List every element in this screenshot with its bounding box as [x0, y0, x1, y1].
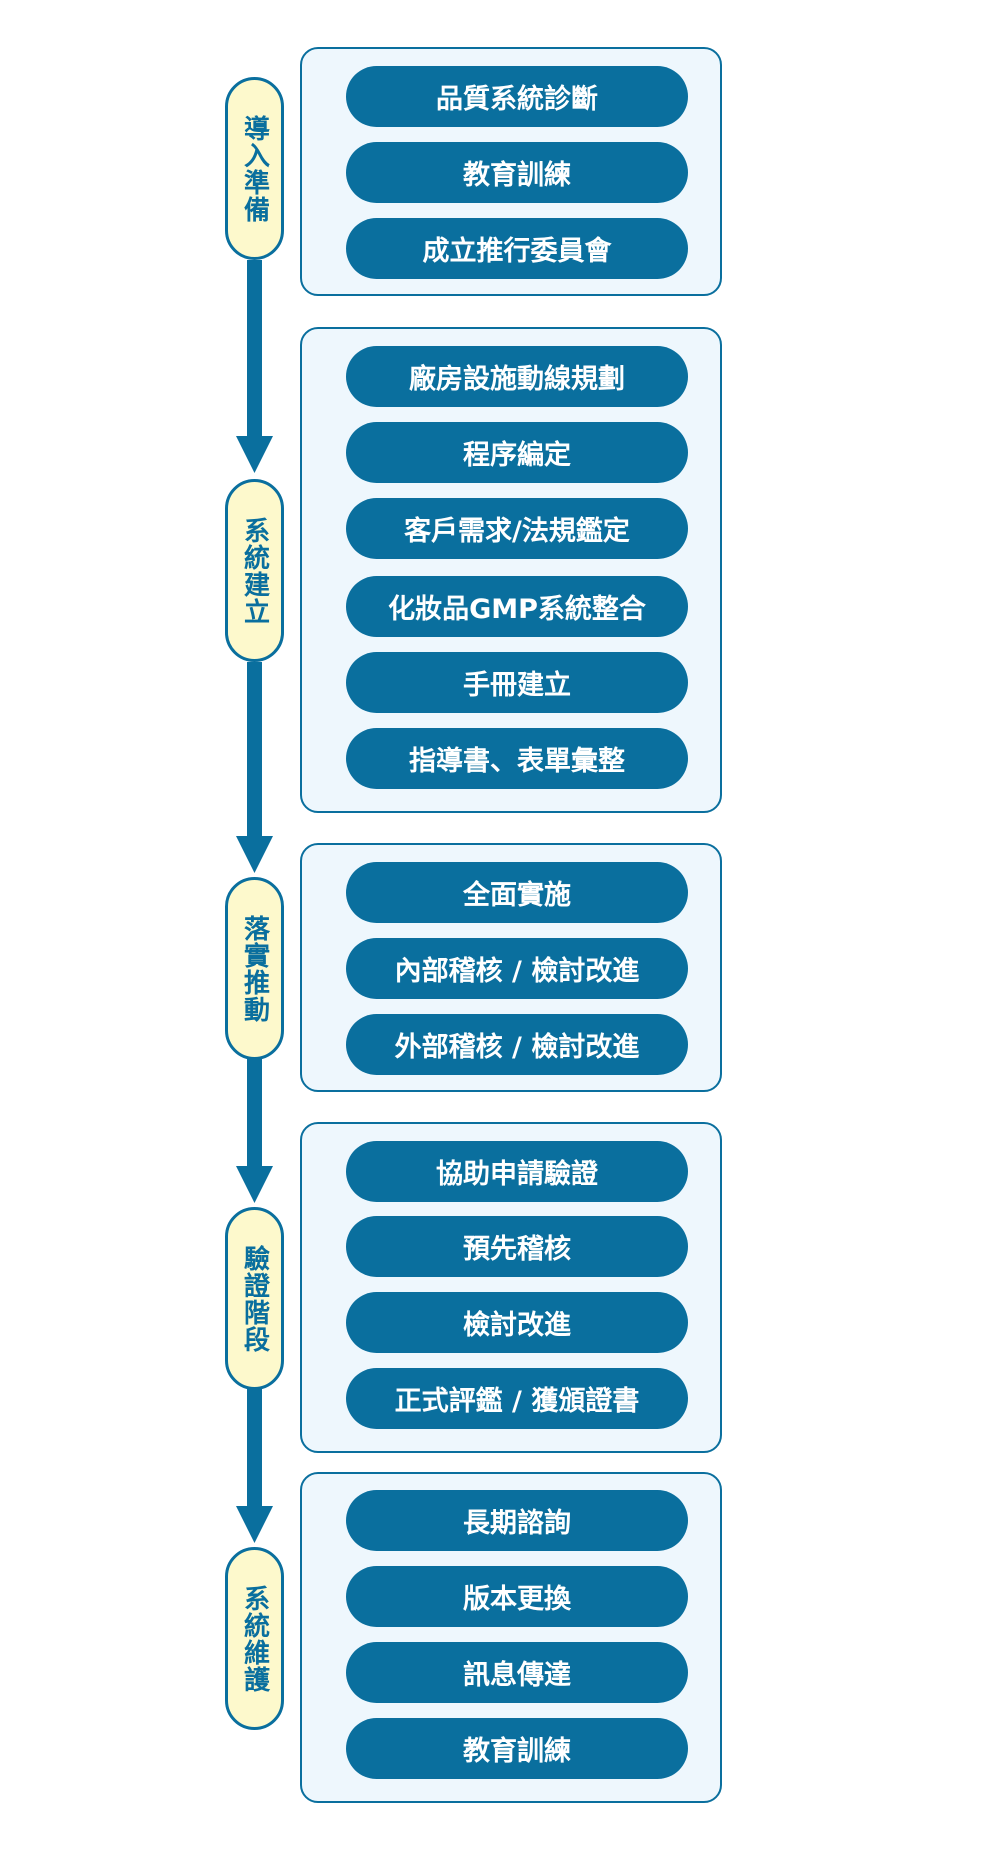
connector-arrow-3 — [236, 1058, 273, 1203]
step-pill-4-1: 協助申請驗證 — [346, 1141, 688, 1202]
step-pill-3-3: 外部稽核 / 檢討改進 — [346, 1014, 688, 1075]
connector-arrow-2 — [236, 662, 273, 873]
step-pill-2-1: 廠房設施動線規劃 — [346, 346, 688, 407]
stage-label-3: 落實推動 — [225, 877, 284, 1060]
step-pill-1-2: 教育訓練 — [346, 142, 688, 203]
step-pill-5-4: 教育訓練 — [346, 1718, 688, 1779]
connector-arrow-1 — [236, 260, 273, 473]
stage-label-1: 導入準備 — [225, 77, 284, 260]
stage-label-4: 驗證階段 — [225, 1207, 284, 1390]
stage-label-5: 系統維護 — [225, 1547, 284, 1730]
step-pill-1-1: 品質系統診斷 — [346, 66, 688, 127]
step-pill-2-2: 程序編定 — [346, 422, 688, 483]
connector-arrow-4 — [236, 1388, 273, 1543]
step-pill-2-4: 化妝品GMP系統整合 — [346, 576, 688, 637]
step-pill-5-2: 版本更換 — [346, 1566, 688, 1627]
step-pill-4-2: 預先稽核 — [346, 1216, 688, 1277]
step-pill-4-3: 檢討改進 — [346, 1292, 688, 1353]
step-pill-2-3: 客戶需求/法規鑑定 — [346, 498, 688, 559]
step-pill-2-5: 手冊建立 — [346, 652, 688, 713]
step-pill-3-1: 全面實施 — [346, 862, 688, 923]
step-pill-3-2: 內部稽核 / 檢討改進 — [346, 938, 688, 999]
step-pill-1-3: 成立推行委員會 — [346, 218, 688, 279]
stage-label-2: 系統建立 — [225, 479, 284, 662]
step-pill-5-3: 訊息傳達 — [346, 1642, 688, 1703]
step-pill-2-6: 指導書、表單彙整 — [346, 728, 688, 789]
step-pill-5-1: 長期諮詢 — [346, 1490, 688, 1551]
step-pill-4-4: 正式評鑑 / 獲頒證書 — [346, 1368, 688, 1429]
